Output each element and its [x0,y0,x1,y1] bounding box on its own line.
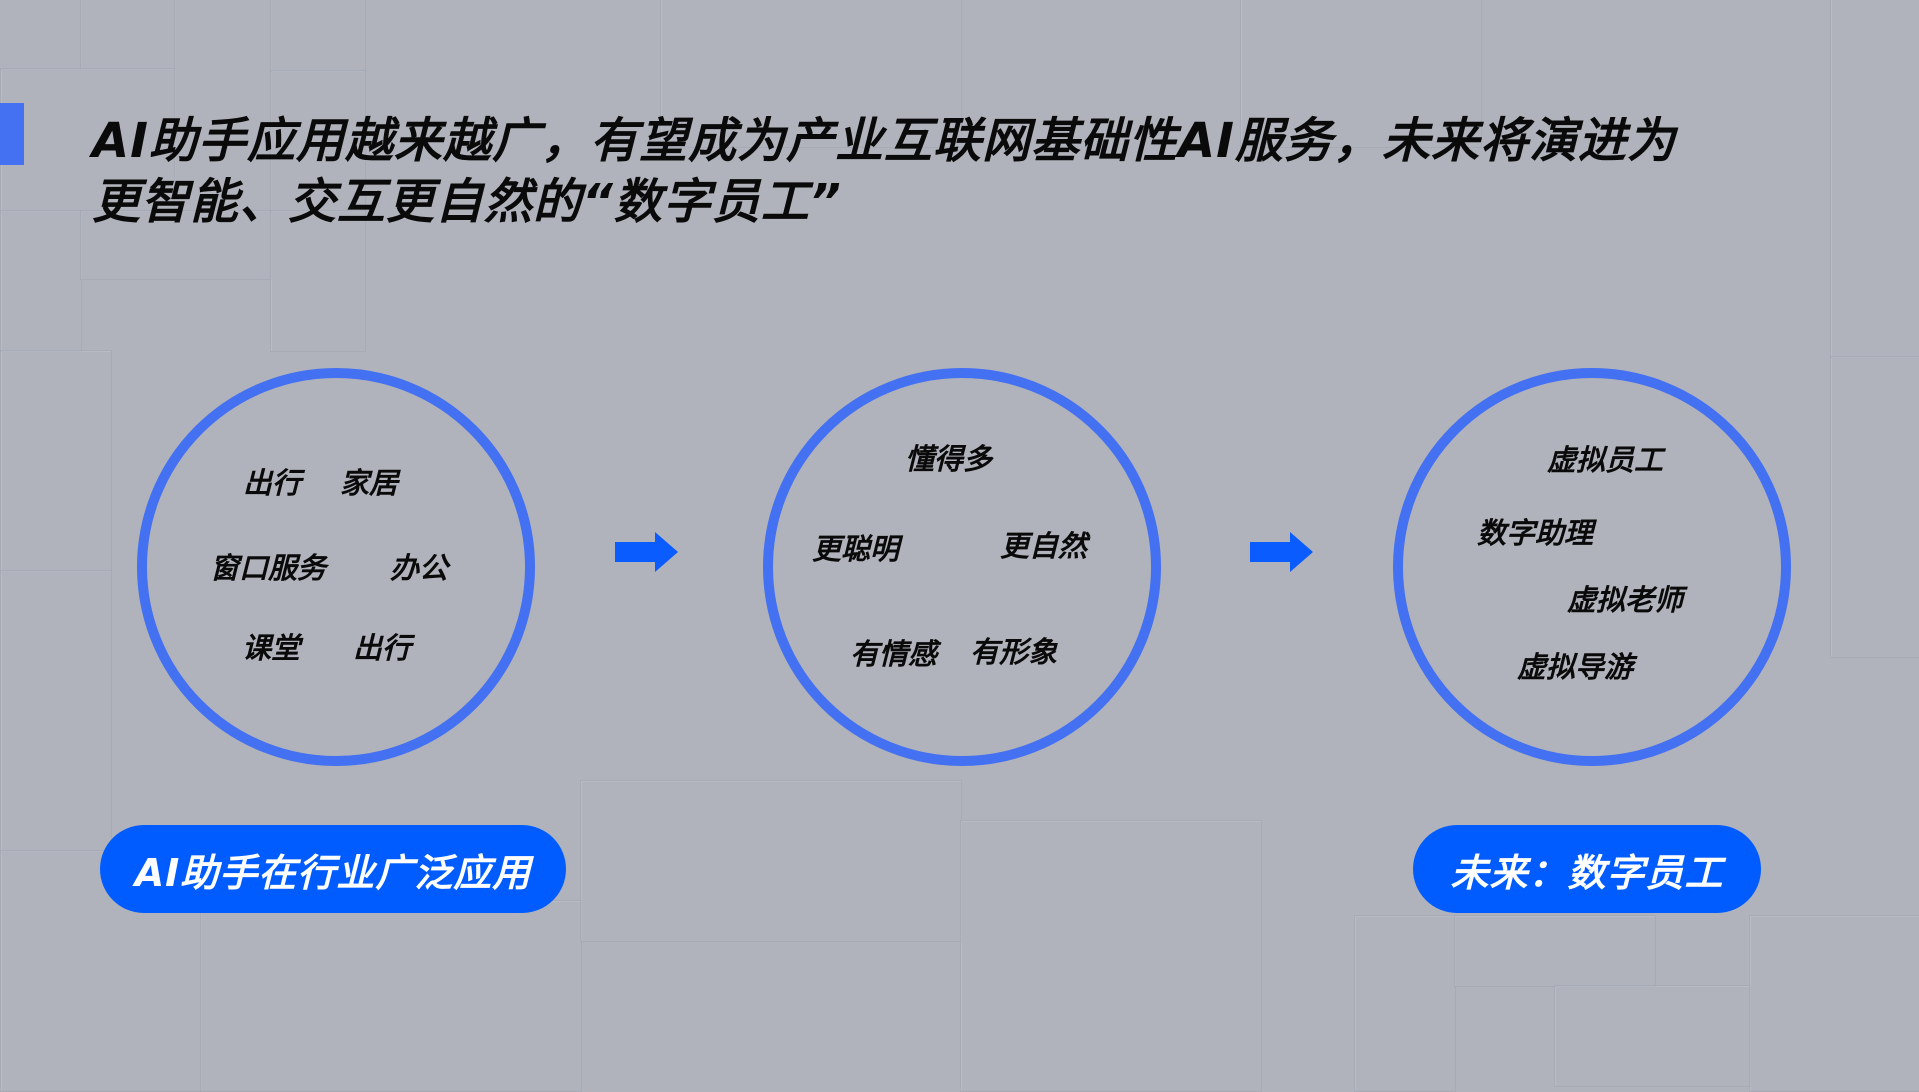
stage-2-word: 有情感 [850,637,938,671]
stage-circle-industry-apps [137,368,535,766]
stage-2-word: 更自然 [1000,529,1088,563]
label-pill-industry-apps: AI助手在行业广泛应用 [100,825,566,913]
stage-3-word: 虚拟导游 [1517,650,1634,684]
stage-1-word: 家居 [340,466,399,500]
stage-3-word: 数字助理 [1477,516,1594,550]
stage-2-word: 懂得多 [905,442,993,476]
stage-2-word: 更聪明 [812,532,900,566]
stage-3-word: 虚拟老师 [1567,583,1684,617]
stage-1-word: 课堂 [242,631,301,665]
stage-1-word: 出行 [353,631,412,665]
arrow-right-icon [1250,532,1313,572]
title-line-1: AI助手应用越来越广，有望成为产业互联网基础性AI服务，未来将演进为 [92,113,1677,169]
stage-1-word: 办公 [390,551,449,585]
slide-title: AI助手应用越来越广，有望成为产业互联网基础性AI服务，未来将演进为 更智能、交… [92,111,1872,233]
stage-1-word: 出行 [243,466,302,500]
stage-1-word: 窗口服务 [210,551,327,585]
label-pill-digital-employee: 未来：数字员工 [1413,825,1761,913]
title-line-2: 更智能、交互更自然的“数字员工” [92,174,842,230]
stage-2-word: 有形象 [970,635,1058,669]
stage-circle-smarter-assistant [763,368,1161,766]
arrow-right-icon [615,532,678,572]
stage-3-word: 虚拟员工 [1547,443,1664,477]
stage-circle-digital-employee [1393,368,1791,766]
title-accent-bar [0,103,24,165]
